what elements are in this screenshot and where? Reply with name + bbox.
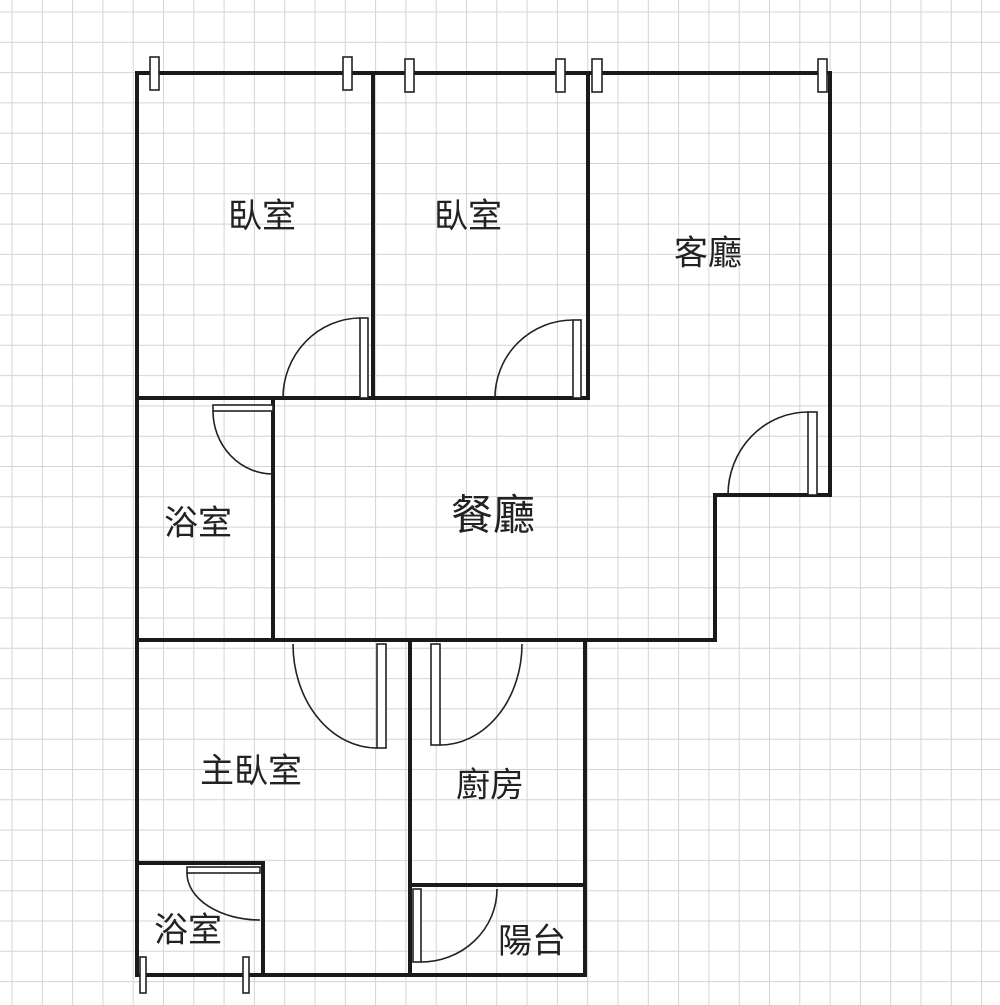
room-label-kitchen: 廚房	[456, 766, 524, 806]
door-master-bedroom	[292, 643, 387, 749]
room-label-master-bedroom: 主臥室	[200, 752, 302, 792]
window	[149, 56, 160, 91]
window	[555, 58, 566, 93]
door-bedroom-1	[282, 317, 369, 399]
windows	[139, 56, 828, 994]
room-label-balcony: 陽台	[498, 922, 566, 962]
room-label-bathroom-1: 浴室	[164, 504, 232, 544]
window	[342, 56, 353, 91]
door-bathroom-2	[186, 866, 261, 921]
room-label-bedroom-1: 臥室	[228, 197, 296, 237]
window	[404, 58, 415, 93]
door-bathroom-1	[212, 404, 274, 475]
window	[817, 58, 828, 93]
door-kitchen	[430, 643, 523, 746]
room-label-dining-room: 餐廳	[451, 491, 535, 540]
window	[242, 956, 250, 994]
window	[139, 956, 147, 994]
door-living-room	[727, 411, 818, 496]
doors	[186, 317, 818, 963]
room-label-bedroom-2: 臥室	[434, 197, 502, 237]
room-labels: 臥室 臥室 客廳 餐廳 浴室 主臥室 廚房 浴室 陽台	[154, 197, 742, 962]
room-label-bathroom-2: 浴室	[154, 911, 222, 951]
door-bedroom-2	[494, 319, 582, 399]
door-balcony	[412, 888, 498, 963]
room-label-living-room: 客廳	[674, 234, 742, 274]
walls	[135, 71, 832, 977]
window	[591, 58, 603, 93]
